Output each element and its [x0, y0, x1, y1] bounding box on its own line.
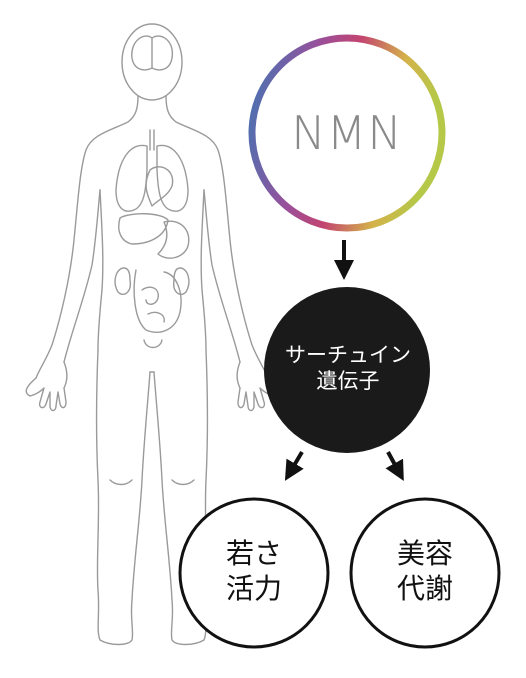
sirtuin-label-line1: サーチュイン: [285, 343, 411, 367]
beauty-label-line2: 代謝: [396, 572, 453, 605]
youth-node: [178, 497, 330, 649]
nmn-node: [248, 34, 446, 232]
edge-sirtuin-to-youth: [284, 450, 304, 481]
edge-sirtuin-to-beauty: [385, 451, 404, 482]
beauty-label-line1: 美容: [396, 537, 453, 570]
sirtuin-label-line2: 遺伝子: [316, 369, 380, 394]
sirtuin-node: [264, 287, 430, 453]
nmn-label: NMN: [291, 106, 403, 160]
beauty-label: 美容 代謝: [350, 536, 500, 606]
youth-label-line1: 若さ: [225, 537, 282, 570]
sirtuin-label: サーチュイン 遺伝子: [248, 342, 448, 395]
youth-label-line2: 活力: [225, 572, 282, 605]
youth-label: 若さ 活力: [179, 536, 329, 606]
beauty-node: [349, 497, 501, 649]
